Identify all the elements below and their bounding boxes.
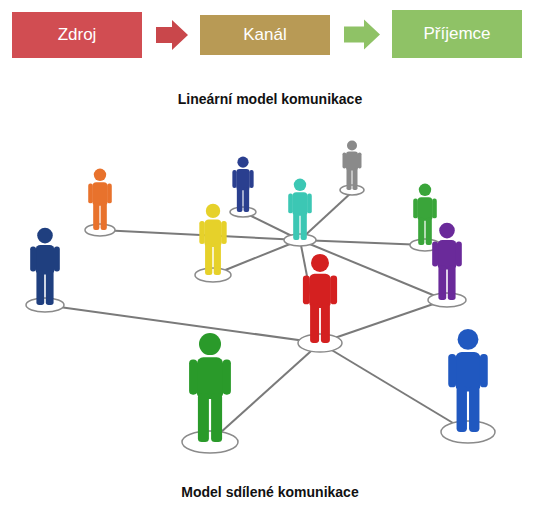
box-label: Příjemce: [423, 24, 490, 44]
person-figure: [232, 157, 253, 212]
box-label: Kanál: [243, 25, 286, 45]
caption-text: Lineární model komunikace: [0, 91, 540, 107]
box-label: Zdroj: [58, 25, 97, 45]
person-figure: [88, 169, 112, 230]
process-box: Kanál: [200, 15, 330, 55]
person-figure: [303, 254, 337, 343]
block-arrow: [156, 20, 188, 50]
person-figure: [432, 223, 462, 300]
person-figure: [189, 333, 231, 442]
caption-text: Model sdílené komunikace: [178, 484, 361, 500]
person-figure: [30, 228, 60, 305]
process-box: Zdroj: [12, 12, 142, 58]
block-arrow: [344, 20, 380, 50]
caption-text: Model sdílené komunikace: [0, 484, 540, 500]
person-figure: [343, 141, 362, 191]
caption-text: Lineární model komunikace: [175, 91, 365, 107]
person-figure: [413, 184, 437, 245]
person-figure: [448, 329, 488, 432]
process-box: Příjemce: [392, 10, 522, 58]
person-figure: [199, 204, 226, 275]
network-lines: [45, 192, 468, 442]
people-figures: [30, 141, 488, 443]
person-figure: [288, 179, 312, 240]
